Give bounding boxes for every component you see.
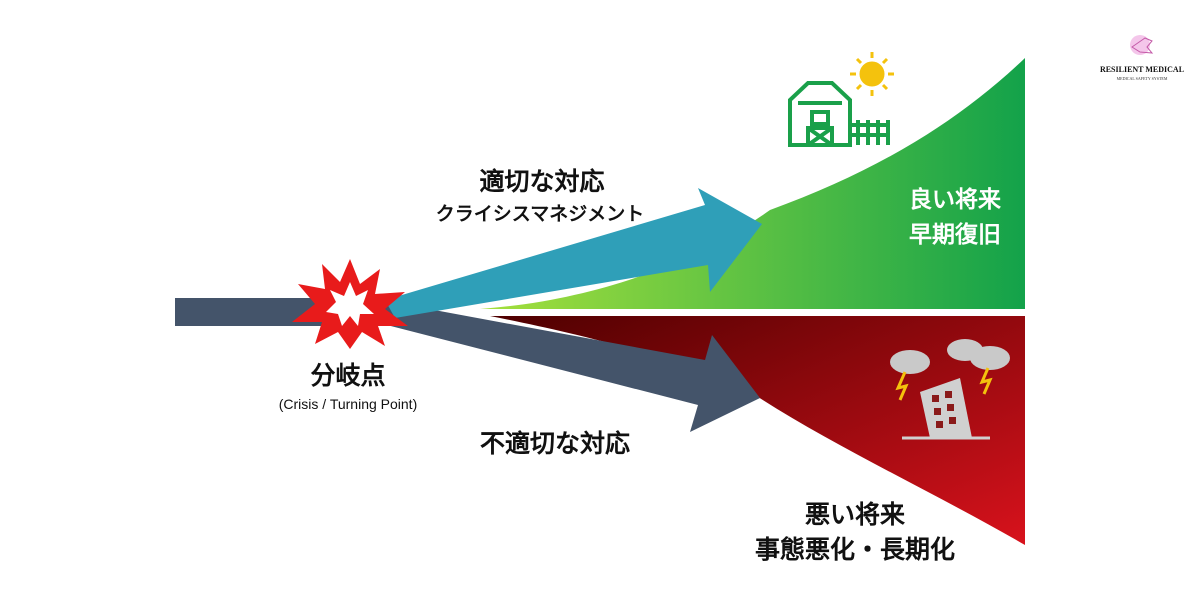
barn-icon	[788, 81, 890, 147]
logo-name: RESILIENT MEDICAL	[1100, 65, 1184, 74]
good-response-arrow	[385, 188, 762, 318]
bad-future-area	[490, 316, 1025, 545]
branch-point-title: 分岐点	[310, 361, 385, 390]
crisis-burst-icon	[292, 259, 408, 349]
branch-point-subtitle: (Crisis / Turning Point)	[279, 396, 417, 412]
bad-response-arrow	[375, 300, 760, 432]
good-outcome-line1: 良い将来	[909, 186, 1002, 213]
sun-icon	[850, 52, 894, 96]
bad-response-title: 不適切な対応	[480, 429, 630, 458]
bad-outcome-line2: 事態悪化・長期化	[755, 535, 955, 564]
storm-building-icon	[890, 339, 1010, 440]
good-future-area	[480, 58, 1025, 309]
resilient-medical-logo: RESILIENT MEDICAL MEDICAL SAFETY SYSTEM	[1100, 35, 1184, 81]
good-response-title: 適切な対応	[479, 167, 604, 196]
good-outcome-line2: 早期復旧	[909, 221, 1001, 248]
good-response-subtitle: クライシスマネジメント	[436, 203, 644, 225]
bad-outcome-line1: 悪い将来	[805, 500, 906, 529]
logo-tagline: MEDICAL SAFETY SYSTEM	[1117, 76, 1168, 81]
